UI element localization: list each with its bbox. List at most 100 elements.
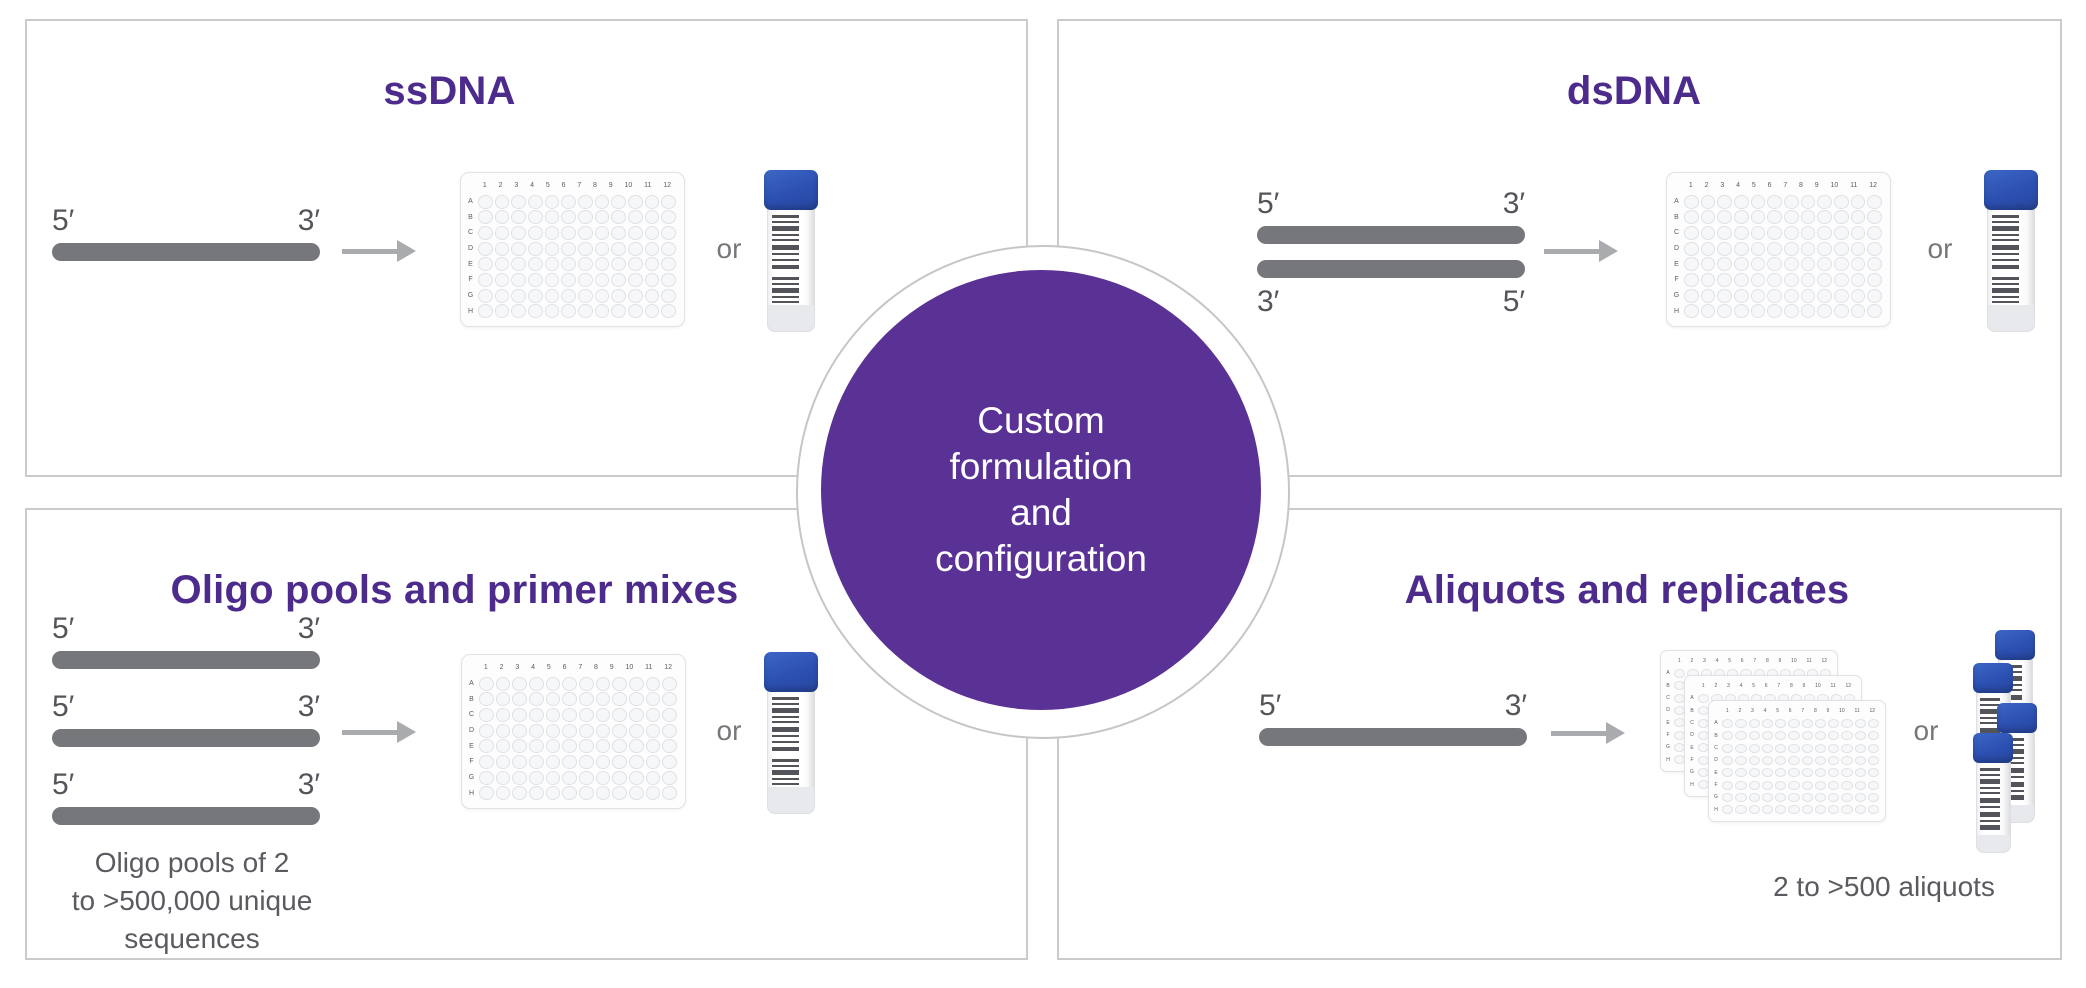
well [1735, 780, 1747, 790]
tube-body [1987, 207, 2035, 332]
well [479, 786, 494, 801]
plate-row-label: H [1673, 307, 1680, 315]
well [1735, 755, 1747, 765]
plate-column-label: 7 [1783, 182, 1788, 190]
well [628, 272, 643, 287]
well [529, 707, 544, 722]
plate-column-label: 1 [482, 182, 487, 190]
tube-liquid [1975, 835, 2011, 853]
plate-column-label: 2 [499, 664, 504, 672]
plate-column-label: 10 [1815, 683, 1821, 690]
well [1834, 304, 1849, 319]
well [1767, 194, 1783, 209]
well [594, 225, 610, 240]
panel-title-dsdna: dsDNA [1566, 69, 1702, 114]
barcode-icon [1979, 768, 2000, 832]
well [644, 241, 660, 256]
well [645, 739, 661, 754]
well [1841, 780, 1853, 790]
well [661, 304, 677, 319]
panel-title-aliquots: Aliquots and replicates [1404, 568, 1850, 613]
plate-column-label: 3 [1751, 708, 1754, 715]
well [1750, 304, 1766, 319]
strand-bar [52, 243, 320, 261]
well [512, 754, 528, 769]
well [479, 692, 494, 707]
well [1748, 780, 1760, 790]
well [1850, 272, 1866, 287]
well [478, 194, 493, 209]
well [1722, 805, 1734, 815]
well [1748, 731, 1760, 741]
strand-end-label-5prime: 5′ [1259, 689, 1282, 722]
well [512, 676, 528, 691]
well [562, 786, 578, 801]
well [1867, 718, 1879, 728]
well [1784, 257, 1799, 272]
well [1817, 288, 1833, 303]
well [595, 723, 611, 738]
well [1828, 731, 1840, 741]
plate-row-label: D [1673, 245, 1680, 253]
well [1867, 257, 1883, 272]
well [1684, 272, 1699, 287]
well [628, 241, 643, 256]
plate-column-label: 4 [1736, 182, 1741, 190]
tube-liquid [1987, 305, 2035, 332]
plate-column-label: 8 [594, 664, 598, 672]
well [562, 676, 578, 691]
well [495, 707, 511, 722]
plate-row-label: C [468, 711, 475, 719]
plate-row-label: D [1666, 707, 1670, 714]
well [1867, 780, 1879, 790]
oligo-pools-caption: Oligo pools of 2 to >500,000 unique sequ… [71, 847, 313, 954]
well [1854, 805, 1866, 815]
well [579, 786, 594, 801]
well [1698, 693, 1710, 703]
well [1684, 241, 1699, 256]
well [495, 739, 511, 754]
well [628, 288, 643, 303]
plate-row-label: B [1714, 732, 1718, 739]
well [1684, 225, 1699, 240]
well [1854, 780, 1866, 790]
well [1867, 755, 1879, 765]
well [495, 754, 511, 769]
well [612, 754, 628, 769]
plate-column-label: 2 [1690, 658, 1694, 665]
plate-column-label: 12 [663, 182, 672, 190]
plate-row-label: C [1690, 720, 1694, 727]
plate-row-label: G [1666, 744, 1670, 751]
well [1850, 225, 1866, 240]
well [1788, 792, 1800, 802]
well [661, 288, 677, 303]
well [1788, 780, 1800, 790]
well [1784, 194, 1799, 209]
well [1761, 731, 1773, 741]
well [1867, 304, 1883, 319]
well [1801, 731, 1813, 741]
well [1775, 805, 1787, 815]
well [1722, 780, 1734, 790]
well [1850, 304, 1866, 319]
well [1854, 731, 1866, 741]
well [494, 304, 510, 319]
plate-column-label: 8 [1799, 182, 1803, 190]
plate-column-label: 2 [1714, 683, 1718, 690]
well [594, 194, 610, 209]
well [594, 241, 610, 256]
plate-column-label: 8 [1789, 683, 1793, 690]
well [1734, 194, 1749, 209]
well [1784, 272, 1799, 287]
plate-column-label: 12 [1845, 683, 1852, 690]
plate-column-label: 12 [1869, 182, 1878, 190]
well [661, 241, 677, 256]
well [1722, 731, 1734, 741]
well [645, 676, 661, 691]
barcoded-sample-tube-icon [1984, 170, 2038, 332]
plate-row-label: A [1714, 720, 1718, 727]
well [611, 225, 627, 240]
well [1748, 743, 1760, 753]
plate-row-label: D [467, 245, 474, 253]
well [1841, 755, 1853, 765]
